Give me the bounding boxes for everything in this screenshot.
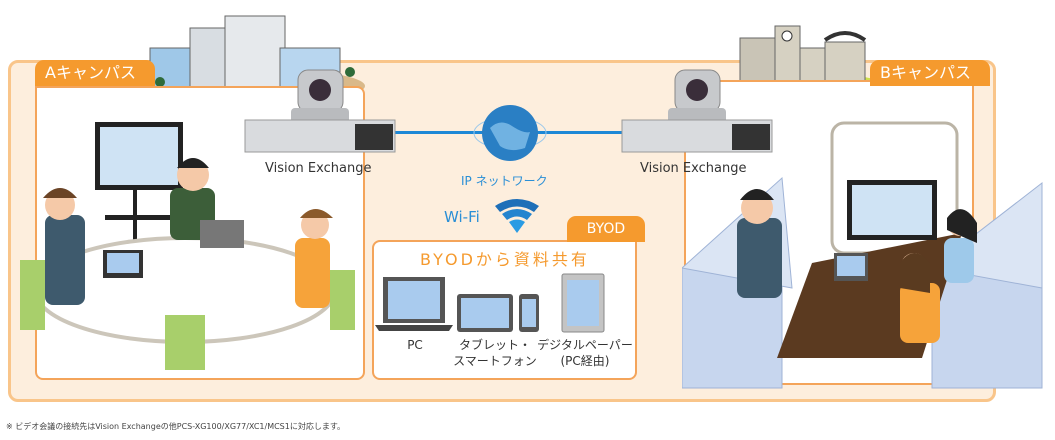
byod-pc-label: PC [407, 338, 423, 352]
laptop-icon [375, 277, 453, 331]
campus-b-tab: Bキャンパス [870, 60, 990, 86]
byod-paper-label-line2: (PC経由) [560, 354, 610, 368]
ip-network-label: IP ネットワーク [461, 174, 548, 188]
vision-exchange-right-device-icon [621, 69, 773, 153]
campus-a-tab: Aキャンパス [35, 60, 155, 86]
globe-icon [473, 105, 547, 161]
byod-tablet-label: タブレット・ スマートフォン [445, 337, 545, 369]
byod-tablet-label-line1: タブレット・ [458, 338, 531, 352]
byod-tab: BYOD [567, 216, 645, 242]
byod-title: BYODから資料共有 [420, 250, 590, 269]
vision-exchange-left-label: Vision Exchange [265, 161, 372, 176]
campus-b-meeting-illustration [682, 121, 1043, 389]
byod-paper-label: デジタルペーパー (PC経由) [535, 337, 635, 369]
vision-exchange-right-label: Vision Exchange [640, 161, 747, 176]
tablet-smartphone-icon [457, 294, 539, 332]
byod-paper-label-line1: デジタルペーパー [537, 338, 633, 352]
wifi-icon [495, 199, 539, 233]
digital-paper-icon [561, 273, 605, 333]
footnote: ※ ビデオ会議の接続先はVision Exchangeの他PCS-XG100/X… [6, 422, 346, 431]
byod-tablet-label-line2: スマートフォン [453, 354, 537, 368]
campus-a-meeting-illustration [20, 122, 355, 370]
wifi-label: Wi-Fi [444, 208, 480, 226]
vision-exchange-left-device-icon [244, 69, 396, 153]
